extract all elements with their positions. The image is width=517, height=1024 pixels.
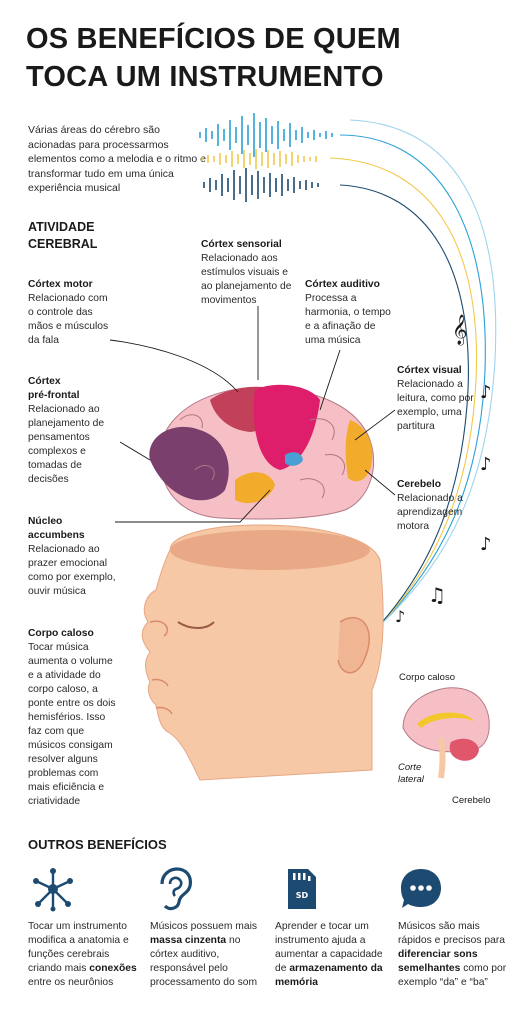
- eighth-note-icon: ♪: [480, 534, 492, 555]
- label-motor-cortex: Córtex motor Relacionado com o controle …: [28, 278, 116, 348]
- label-title: Córtex: [28, 376, 61, 387]
- section-line-1: ATIVIDADE: [28, 220, 95, 234]
- label-cerebellum: Cerebelo Relacionado a aprendizagem moto…: [397, 478, 477, 534]
- benefit-memory: Aprender e tocar um instrumento ajuda a …: [275, 920, 385, 990]
- wave-blue: [199, 113, 333, 157]
- neuron-network-icon: [33, 868, 73, 912]
- treble-clef-icon: 𝄞: [452, 314, 467, 346]
- section-brain-activity: ATIVIDADE CEREBRAL: [28, 219, 97, 253]
- benefit-gray-matter: Músicos possuem mais massa cinzenta no c…: [150, 920, 260, 990]
- benefit-text: Aprender e tocar um instrumento ajuda a …: [275, 921, 383, 974]
- brain-cross-section-illustration: [402, 687, 490, 779]
- label-title: Córtex auditivo: [305, 279, 380, 290]
- label-desc: Relacionado a aprendizagem motora: [397, 493, 463, 532]
- label-title: Córtex visual: [397, 365, 462, 376]
- page-title: OS BENEFÍCIOS DE QUEM TOCA UM INSTRUMENT…: [26, 20, 496, 96]
- eighth-note-icon: ♪: [480, 382, 492, 403]
- benefit-bold: massa cinzenta: [150, 935, 227, 946]
- benefit-connections: Tocar um instrumento modifica a anatomia…: [28, 920, 138, 990]
- benefit-text: Tocar um instrumento modifica a anatomia…: [28, 921, 129, 974]
- label-title: Córtex motor: [28, 279, 93, 290]
- visual-cortex-region: [345, 420, 373, 482]
- music-lines: [329, 119, 497, 650]
- title-line-1: OS BENEFÍCIOS DE QUEM: [26, 23, 401, 55]
- label-title: pré-frontal: [28, 390, 80, 401]
- intro-text: Várias áreas do cérebro são acionadas pa…: [28, 124, 207, 194]
- benefit-text: como por exemplo “da” e “ba”: [398, 963, 507, 988]
- beamed-note-icon: ♫: [428, 583, 446, 607]
- label-visual-cortex: Córtex visual Relacionado a leitura, com…: [397, 364, 487, 434]
- prefrontal-region: [149, 426, 229, 501]
- speech-bubble-icon: [401, 869, 441, 908]
- section-other-benefits: OUTROS BENEFÍCIOS: [28, 837, 167, 852]
- small-label-corpus-callosum: Corpo caloso: [399, 672, 455, 683]
- head: [141, 524, 384, 781]
- label-desc: Processa a harmonia, o tempo e a afinaçã…: [305, 293, 391, 346]
- eighth-note-icon: ♪: [395, 607, 405, 626]
- label-prefrontal: Córtex pré-frontal Relacionado ao planej…: [28, 375, 120, 487]
- label-desc: Relacionado com o controle das mãos e mú…: [28, 293, 109, 346]
- label-corpus-callosum: Corpo caloso Tocar música aumenta o volu…: [28, 627, 116, 809]
- benefit-text: entre os neurônios: [28, 977, 114, 988]
- title-line-2: TOCA UM INSTRUMENTO: [26, 61, 384, 93]
- memory-card-icon: SD: [288, 869, 316, 909]
- corpus-callosum-highlight: [417, 712, 475, 728]
- wave-navy: [203, 168, 319, 202]
- label-title: Cerebelo: [397, 479, 442, 490]
- label-title: Corpo caloso: [28, 628, 94, 639]
- benefit-text: Músicos possuem mais: [150, 921, 258, 932]
- wave-yellow: [201, 149, 317, 169]
- label-title: Núcleo: [28, 516, 63, 527]
- head-brain-illustration: [141, 384, 384, 781]
- cerebellum-highlight: [449, 738, 479, 761]
- ear-icon: [160, 867, 192, 911]
- benefit-sound-discrimination: Músicos são mais rápidos e precisos para…: [398, 920, 510, 990]
- small-label-lateral-cut: Corte lateral: [398, 762, 424, 786]
- music-notes: 𝄞 ♪ ♪ ♪ ♫ ♪: [395, 314, 492, 626]
- label-desc: Relacionado aos estímulos visuais e ao p…: [201, 253, 292, 306]
- sound-waves-illustration: 𝄞 ♪ ♪ ♪ ♫ ♪: [199, 113, 497, 650]
- auditory-cortex-region: [285, 452, 303, 466]
- label-title: accumbens: [28, 530, 85, 541]
- label-nucleus-accumbens: Núcleo accumbens Relacionado ao prazer e…: [28, 515, 122, 599]
- label-desc: Relacionado ao prazer emocional como por…: [28, 544, 116, 597]
- benefit-text: no córtex auditivo, responsável pelo pro…: [150, 935, 258, 988]
- small-label-cerebellum: Cerebelo: [452, 795, 491, 806]
- eighth-note-icon: ♪: [480, 454, 492, 475]
- label-desc: Relacionado ao planejamento de pensament…: [28, 404, 105, 485]
- benefit-bold: conexões: [89, 963, 137, 974]
- benefit-bold: diferenciar sons semelhantes: [398, 949, 478, 974]
- section-line-2: CEREBRAL: [28, 237, 98, 251]
- sensory-cortex-region: [253, 384, 320, 470]
- label-desc: Tocar música aumenta o volume e a ativid…: [28, 642, 116, 807]
- brain: [149, 384, 374, 520]
- label-auditory-cortex: Córtex auditivo Processa a harmonia, o t…: [305, 278, 391, 348]
- sd-label: SD: [296, 891, 309, 900]
- label-sensory-cortex: Córtex sensorial Relacionado aos estímul…: [201, 238, 299, 308]
- benefit-bold: armazenamento da memória: [275, 963, 383, 988]
- label-title: Córtex sensorial: [201, 239, 282, 250]
- small-label-line-1: Corte: [398, 762, 422, 773]
- label-desc: Relacionado a leitura, como por exemplo,…: [397, 379, 474, 432]
- benefit-text: Músicos são mais rápidos e precisos para: [398, 921, 506, 946]
- small-label-line-2: lateral: [398, 774, 424, 785]
